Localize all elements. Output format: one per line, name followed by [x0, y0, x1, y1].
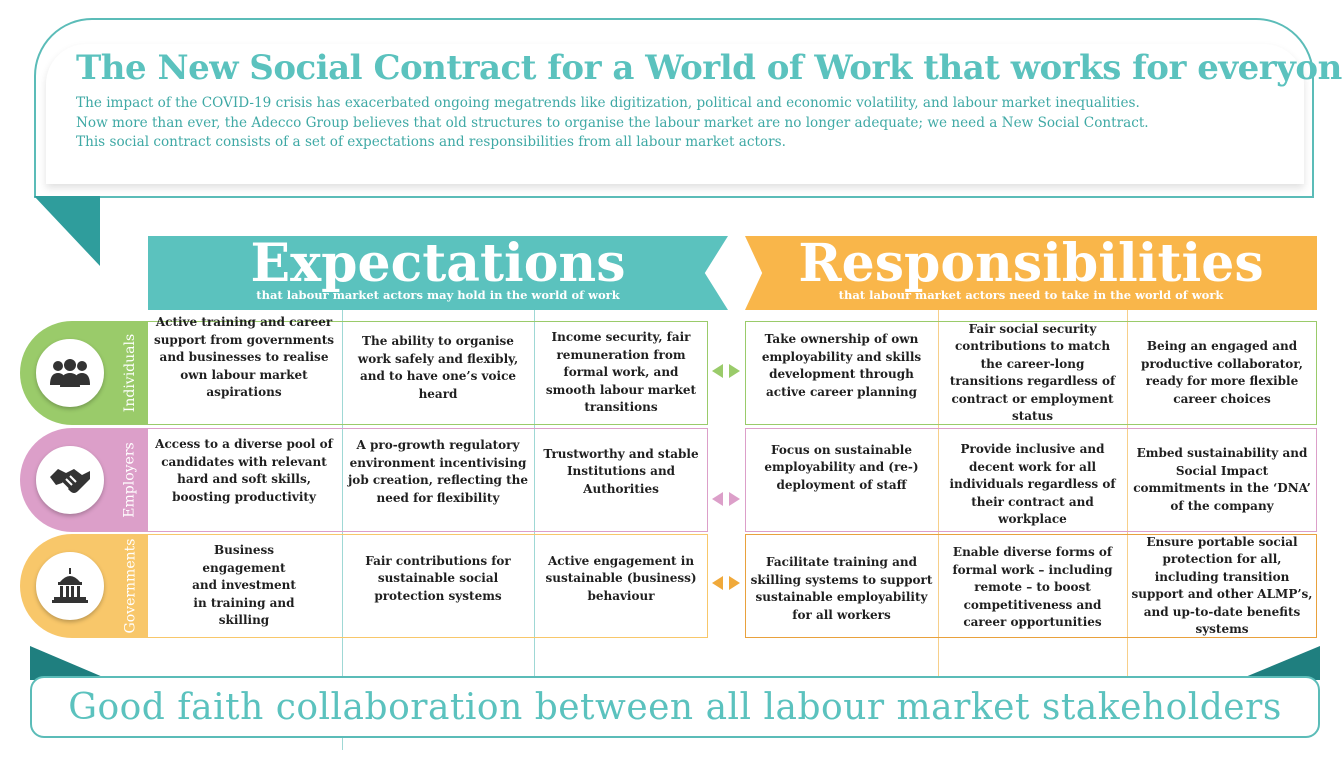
- expectations-banner: Expectations that labour market actors m…: [148, 236, 728, 310]
- footer-banner: Good faith collaboration between all lab…: [30, 676, 1320, 738]
- individuals-responsibilities-row: [745, 321, 1317, 425]
- bottom-right-tab: [1238, 646, 1320, 680]
- handshake-icon: [36, 446, 104, 514]
- row-label-text: Individuals: [122, 333, 138, 413]
- intro-text: The impact of the COVID-19 crisis has ex…: [76, 94, 1286, 153]
- grid-line: [342, 310, 343, 750]
- capitol-building-icon: [36, 552, 104, 620]
- header-panel: [46, 44, 1304, 184]
- expectation-cell: Income security, fair remuneration from …: [545, 330, 697, 415]
- expectation-cell: Active engagement in sustainable (busine…: [545, 553, 697, 603]
- expectation-cell: Access to a diverse pool of candidates w…: [155, 437, 333, 504]
- row-label-employers: Employers: [20, 428, 148, 532]
- people-group-icon: [36, 339, 104, 407]
- intro-line: Now more than ever, the Adecco Group bel…: [76, 114, 1149, 131]
- intro-line: The impact of the COVID-19 crisis has ex…: [76, 95, 1140, 111]
- responsibilities-heading: Responsibilities: [798, 233, 1264, 294]
- row-label-individuals: Individuals: [20, 321, 148, 425]
- governments-responsibilities-row: [745, 534, 1317, 638]
- expectation-cell: Fair contributions for sustainable socia…: [365, 553, 511, 603]
- expectations-subheading: that labour market actors may hold in th…: [256, 288, 620, 302]
- grid-line: [938, 310, 939, 680]
- responsibility-cell: Being an engaged and productive collabor…: [1141, 339, 1303, 406]
- responsibility-cell: Provide inclusive and decent work for al…: [949, 442, 1116, 527]
- expectation-cell: Business engagement and investment in tr…: [192, 543, 296, 628]
- expectation-cell: Active training and career support from …: [153, 315, 335, 400]
- expectation-cell: Trustworthy and stable Institutions and …: [543, 446, 699, 496]
- grid-line: [534, 310, 535, 680]
- intro-line: This social contract consists of a set o…: [76, 134, 786, 150]
- governments-expectations-row: [146, 534, 708, 638]
- responsibility-cell: Ensure portable social protection for al…: [1131, 534, 1313, 637]
- grid-line: [1127, 310, 1128, 680]
- individuals-expectations-row: [146, 321, 708, 425]
- page-title: The New Social Contract for a World of W…: [76, 48, 1343, 88]
- responsibility-cell: Embed sustainability and Social Impact c…: [1133, 446, 1311, 513]
- expectation-cell: A pro-growth regulatory environment ince…: [347, 438, 529, 505]
- bottom-left-tab: [30, 646, 110, 680]
- bidirectional-arrow-icon: [712, 364, 740, 378]
- responsibility-cell: Focus on sustainable employability and (…: [764, 442, 919, 492]
- employers-expectations-row: [146, 428, 708, 532]
- responsibility-cell: Facilitate training and skilling systems…: [750, 555, 933, 622]
- bidirectional-arrow-icon: [712, 492, 740, 506]
- responsibilities-subheading: that labour market actors need to take i…: [838, 288, 1224, 302]
- expectation-cell: The ability to organise work safely and …: [357, 334, 519, 401]
- row-label-text: Governments: [122, 538, 138, 634]
- responsibility-cell: Enable diverse forms of formal work – in…: [952, 545, 1113, 630]
- responsibility-cell: Take ownership of own employability and …: [761, 332, 922, 399]
- footer-text: Good faith collaboration between all lab…: [68, 686, 1282, 728]
- responsibilities-banner: Responsibilities that labour market acto…: [745, 236, 1317, 310]
- expectations-heading: Expectations: [250, 233, 626, 294]
- header-tail: [34, 196, 100, 266]
- row-label-governments: Governments: [20, 534, 148, 638]
- responsibility-cell: Fair social security contributions to ma…: [949, 321, 1116, 424]
- bidirectional-arrow-icon: [712, 576, 740, 590]
- employers-responsibilities-row: [745, 428, 1317, 532]
- row-label-text: Employers: [122, 442, 138, 518]
